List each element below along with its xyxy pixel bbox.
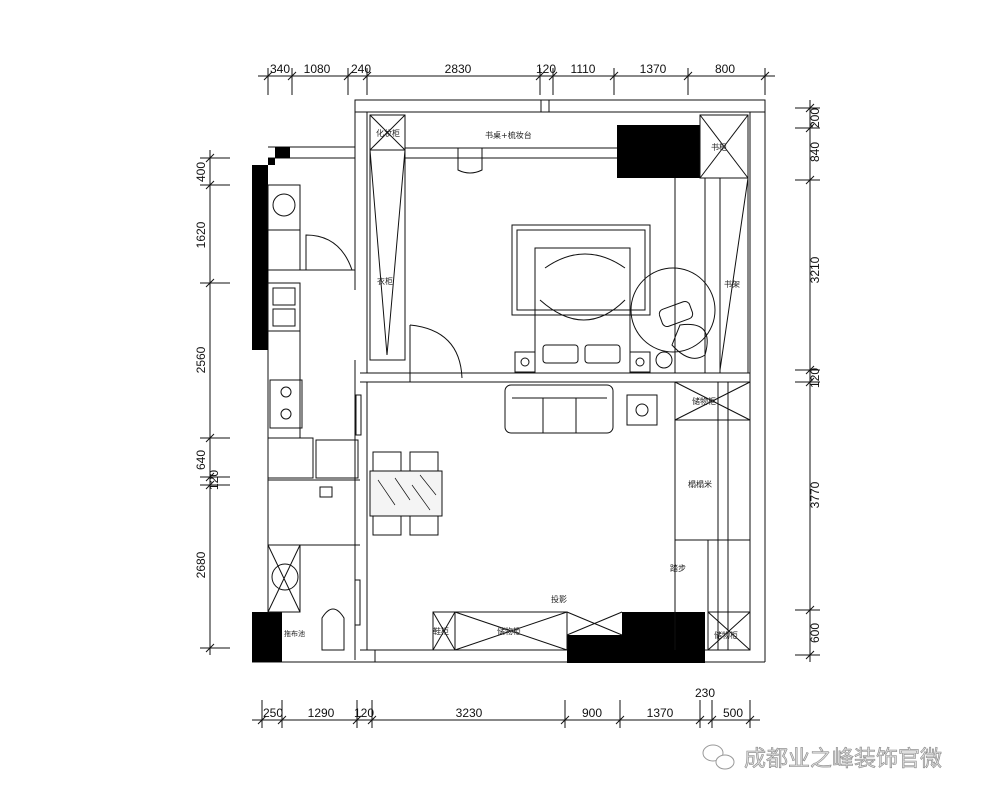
dim-label-right: 3210	[808, 256, 822, 283]
furniture	[268, 115, 750, 650]
room-labels: 化妆柜 书桌+梳妆台 书柜 衣柜 书架 储物柜 榻榻米 踏步 投影 鞋柜 储物柜…	[284, 128, 740, 640]
dim-tick-slash	[806, 378, 814, 386]
dim-label-bottom: 3230	[456, 706, 483, 720]
label-storage-top-right: 储物柜	[692, 396, 716, 406]
dim-tick-slash	[264, 72, 272, 80]
solid-walls	[252, 125, 705, 663]
dim-label-bottom: 250	[263, 706, 283, 720]
dim-tick-slash	[206, 279, 214, 287]
dim-tick-slash	[206, 154, 214, 162]
label-bookshelf: 书架	[724, 279, 740, 289]
dim-label-left: 120	[207, 470, 221, 490]
dim-tick-slash	[806, 124, 814, 132]
label-shoe-cabinet: 鞋柜	[433, 626, 449, 636]
dim-tick-slash	[616, 716, 624, 724]
dim-tick-slash	[344, 72, 352, 80]
dim-label-top: 240	[351, 62, 371, 76]
dim-tick-slash	[363, 72, 371, 80]
dim-label-top: 1370	[640, 62, 667, 76]
dim-label-bottom: 1370	[647, 706, 674, 720]
dim-label-right: 840	[808, 142, 822, 162]
dim-tick-slash	[806, 366, 814, 374]
label-storage-bottom: 储物柜	[497, 626, 521, 636]
dim-tick-slash	[761, 72, 769, 80]
dim-label-left: 1620	[194, 221, 208, 248]
label-tatami: 榻榻米	[688, 479, 712, 489]
dim-tick-slash	[258, 716, 266, 724]
label-desk-dresser: 书桌+梳妆台	[485, 130, 532, 140]
label-storage-bottom-right: 储物柜	[714, 630, 738, 640]
label-step: 踏步	[670, 563, 686, 573]
watermark-text: 成都业之峰装饰官微	[744, 747, 942, 772]
dim-tick-slash	[278, 716, 286, 724]
label-mop-sink: 拖布池	[284, 629, 305, 638]
dim-tick-slash	[353, 716, 361, 724]
dim-label-left: 2680	[194, 551, 208, 578]
dim-label-bottom: 500	[723, 706, 743, 720]
wechat-icon	[702, 744, 735, 770]
dim-tick-slash	[610, 72, 618, 80]
dim-tick-slash	[536, 72, 544, 80]
dim-tick-slash	[684, 72, 692, 80]
walls	[252, 100, 765, 662]
dim-label-top: 1110	[571, 62, 596, 76]
dim-tick-slash	[549, 72, 557, 80]
dim-tick-slash	[368, 716, 376, 724]
dim-label-left: 400	[194, 162, 208, 182]
label-wardrobe: 衣柜	[377, 276, 393, 286]
dim-label-bottom: 120	[354, 706, 374, 720]
dim-tick-slash	[806, 104, 814, 112]
watermark: 成都业之峰装饰官微	[702, 744, 942, 772]
dim-label-top: 800	[715, 62, 735, 76]
dim-tick-slash	[288, 72, 296, 80]
dim-tick-slash	[708, 716, 716, 724]
dim-tick-slash	[206, 473, 214, 481]
dim-tick-slash	[806, 606, 814, 614]
label-makeup-cabinet: 化妆柜	[376, 128, 400, 138]
dim-label-left: 640	[194, 450, 208, 470]
dim-label-top: 2830	[445, 62, 472, 76]
dim-tick-slash	[806, 176, 814, 184]
label-projection: 投影	[551, 594, 567, 604]
dim-label-right: 120	[808, 368, 822, 388]
dim-label-left: 2560	[194, 346, 208, 373]
dim-tick-slash	[806, 651, 814, 659]
dim-tick-slash	[206, 181, 214, 189]
dim-tick-slash	[206, 434, 214, 442]
dim-tick-slash	[696, 716, 704, 724]
dim-label-bottom: 900	[582, 706, 602, 720]
dim-tick-slash	[206, 644, 214, 652]
dimension-lines	[200, 68, 820, 728]
dim-label-top: 1080	[304, 62, 331, 76]
dim-label-top: 120	[536, 62, 556, 76]
dim-label-bottom: 230	[695, 686, 715, 700]
dim-tick-slash	[206, 481, 214, 489]
label-bookcase: 书柜	[711, 142, 727, 152]
dim-label-right: 200	[808, 108, 822, 128]
dim-label-top: 340	[270, 62, 290, 76]
dim-label-bottom: 1290	[308, 706, 335, 720]
dimension-labels: 340 1080 240 2830 120 1110 1370 800 250 1290 120 32…	[194, 62, 822, 720]
dim-tick-slash	[746, 716, 754, 724]
dim-tick-slash	[561, 716, 569, 724]
dim-label-right: 600	[808, 623, 822, 643]
dim-label-right: 3770	[808, 481, 822, 508]
